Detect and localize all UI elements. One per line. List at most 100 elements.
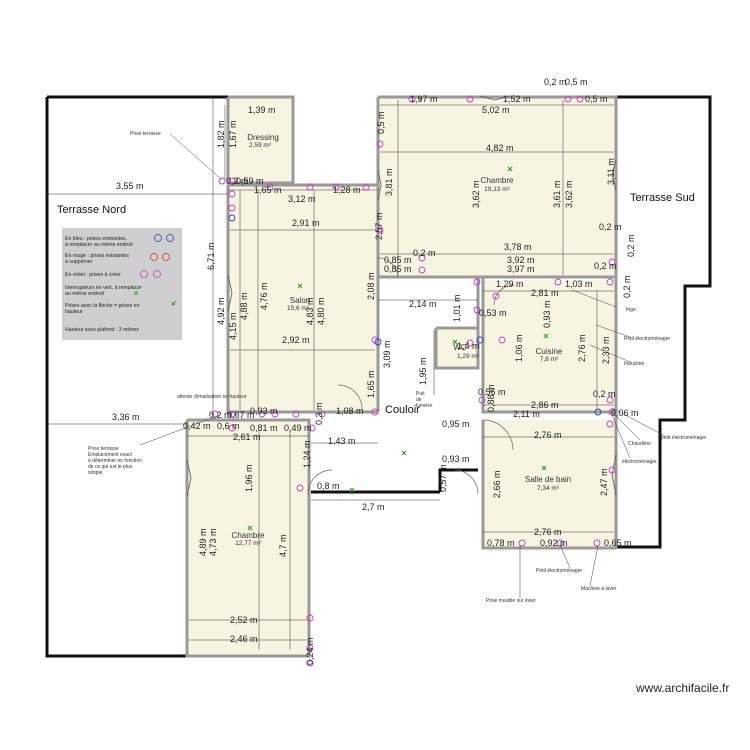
dim-067: 0,67 m <box>227 410 255 420</box>
dim-361: 3,61 m <box>552 180 562 208</box>
legend-rouge-2: à supprimer <box>65 259 93 265</box>
dim-02d: 0,2 m <box>594 261 617 271</box>
dim-165b: 1,65 m <box>366 370 376 398</box>
dim-05c: 0,5 m <box>376 111 386 134</box>
salon-floor <box>228 185 378 412</box>
legend-blue-outlet-icon-2 <box>166 234 174 242</box>
legend-violet-outlet-icon <box>140 270 148 278</box>
note-attente-clim: attente climatisation en hauteur <box>177 394 247 400</box>
switch-symbols <box>247 166 549 531</box>
legend-fleche-1: Prises avec la flèche = prises en <box>65 303 140 309</box>
legend-vert-2: au même endroit <box>65 291 104 297</box>
dim-078: 0,78 m <box>487 538 515 548</box>
outlet-symbols <box>211 95 616 667</box>
dim-06b: 0,06 m <box>611 408 639 418</box>
vertical-dimension-labels: 1,82 m 1,67 m 6,71 m 4,92 m 4,15 m 4,88 … <box>198 111 636 665</box>
dim-246: 2,46 m <box>230 634 258 644</box>
dim-182: 1,82 m <box>216 120 226 148</box>
legend-blue-outlet-icon <box>154 234 162 242</box>
dim-085: 0,85 m <box>384 255 412 265</box>
terrasse-nord-label: Terrasse Nord <box>57 204 126 216</box>
note-chaudiere: Chaudière <box>628 441 651 447</box>
legend: En bleu : prises existantes, à remplacer… <box>65 234 177 333</box>
legend-arrow-icon <box>171 300 177 306</box>
dim-02e: 0,2 m <box>593 389 616 399</box>
dim-129: 1,29 m <box>496 279 524 289</box>
dim-362: 3,62 m <box>471 180 481 208</box>
dim-233: 2,33 m <box>601 336 611 364</box>
dim-488: 4,88 m <box>239 292 249 320</box>
note-prise-meuble: Prise meuble sur évier <box>486 598 536 604</box>
dim-392: 3,92 m <box>507 255 535 265</box>
dressing-name: Dressing <box>247 133 279 142</box>
dim-47: 4,7 m <box>278 534 288 557</box>
dim-480: 4,80 m <box>316 297 326 325</box>
dim-093: 0,93 m <box>250 406 278 416</box>
legend-red-outlet-icon-2 <box>162 253 170 261</box>
note-prise-terrasse-2: Emplacement exact <box>88 452 133 458</box>
legend-hauteur: Hauteur sous plafond : 3 mètres <box>65 327 139 333</box>
dim-247: 2,47 m <box>599 468 609 496</box>
legend-violet-outlet-icon-2 <box>153 270 161 278</box>
dim-056: 0,56 m <box>478 387 506 397</box>
note-machine: Machine à laver <box>581 586 617 592</box>
dim-065: 0,65 m <box>604 538 632 548</box>
note-petit-electro-1: Petit électroménager <box>624 336 670 342</box>
dim-02b: 0,2 m <box>599 222 622 232</box>
note-prise-terrasse-3: à déterminer en fonction <box>88 458 142 464</box>
note-puit-3: lumière <box>416 403 433 409</box>
wc-area: 1,29 m² <box>457 353 480 360</box>
chambre2-floor <box>187 420 309 656</box>
dim-02g: 0,2 m <box>626 234 636 257</box>
legend-violet: En violet : prises à créer <box>65 272 121 278</box>
dim-266: 2,66 m <box>492 470 502 498</box>
dim-473: 4,73 m <box>208 528 218 556</box>
cuisine-floor <box>483 280 616 412</box>
dim-214: 2,14 m <box>409 299 437 309</box>
couloir-label: Couloir <box>385 404 420 416</box>
chambre1-floor <box>378 97 616 277</box>
cuisine-name: Cuisine <box>536 347 563 356</box>
dim-05: 0,5 m <box>565 77 588 87</box>
dim-124: 1,24 m <box>302 440 312 468</box>
dim-167: 1,67 m <box>228 120 238 148</box>
dim-049: 0,49 m <box>284 423 312 433</box>
legend-switch-icon <box>133 290 139 296</box>
dim-309: 3,09 m <box>382 340 392 368</box>
note-petit-electro-3: Petit électroménager <box>536 568 582 574</box>
dim-02h: 0,2 m <box>622 275 632 298</box>
chambre1-area: 19,13 m² <box>484 186 510 193</box>
dim-397: 3,97 m <box>507 264 535 274</box>
chambre1-name: Chambre <box>481 176 514 185</box>
dim-053: 0,53 m <box>479 308 507 318</box>
dim-106: 1,06 m <box>514 334 524 362</box>
dim-02: 0,2 m <box>544 77 567 87</box>
dim-085b: 0,85 m <box>384 264 412 274</box>
salon-name: Salon <box>290 296 310 305</box>
door-arcs <box>307 257 515 496</box>
dim-671: 6,71 m <box>206 242 216 270</box>
dim-489: 4,89 m <box>198 528 208 556</box>
legend-bleu-2: à remplacer au même endroit <box>65 242 133 248</box>
dim-095: 0,95 m <box>442 419 470 429</box>
note-electromenager: électroménager <box>622 459 657 465</box>
legend-fleche-2: hauteur <box>65 309 83 315</box>
wc-floor <box>436 328 478 368</box>
sdb-name: Salle de bain <box>525 475 571 484</box>
dim-281: 2,81 m <box>531 288 559 298</box>
legend-box <box>62 228 182 340</box>
dim-381: 3,81 m <box>384 168 394 196</box>
dim-03: 0,3 m <box>314 402 324 425</box>
dim-02f: 0,2 m <box>226 176 249 186</box>
note-puit-1: Puit <box>416 391 425 397</box>
dim-27: 2,7 m <box>362 502 385 512</box>
legend-vert-1: Interrupteurs en vert, à remplacer <box>65 285 142 291</box>
interior-walls <box>185 95 618 658</box>
legend-rouge-1: En rouge : prises existantes <box>65 253 129 259</box>
dim-197: 1,97 m <box>410 94 438 104</box>
dimension-labels: 1,39 m 0,59 m 1,65 m 1,28 m 3,55 m 3,12 … <box>112 77 639 644</box>
dim-088: 0,88 m <box>486 384 496 412</box>
dim-05b: 0,5 m <box>585 94 608 104</box>
dim-257: 2,57 m <box>374 212 384 240</box>
dim-059: 0,59 m <box>236 176 264 186</box>
